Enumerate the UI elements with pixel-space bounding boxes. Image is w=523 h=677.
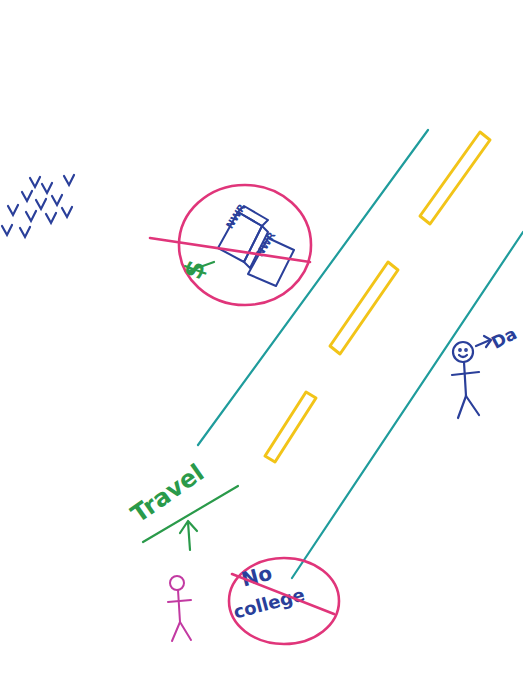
birds — [2, 175, 74, 237]
prohibition-slash — [150, 238, 310, 262]
circle-outline — [177, 183, 313, 307]
stick-figure — [168, 576, 191, 641]
node-text: $ — [179, 257, 210, 283]
node-text: college — [232, 585, 307, 621]
travel-label: Travel — [127, 460, 208, 527]
prohibition-circle: Nocollege — [228, 556, 340, 646]
road-edge — [292, 232, 523, 578]
road-dash — [265, 392, 316, 462]
node-text: NWR — [255, 230, 278, 258]
dad-label: Da — [489, 325, 520, 352]
node-text: NWR — [225, 202, 248, 230]
prohibition-slash — [232, 574, 334, 614]
road-dash — [330, 262, 398, 354]
node-text: No — [239, 562, 274, 589]
prohibition-circle: $ NWR NWR — [177, 183, 313, 307]
road-dash — [420, 132, 490, 224]
stick-figure — [452, 336, 491, 418]
